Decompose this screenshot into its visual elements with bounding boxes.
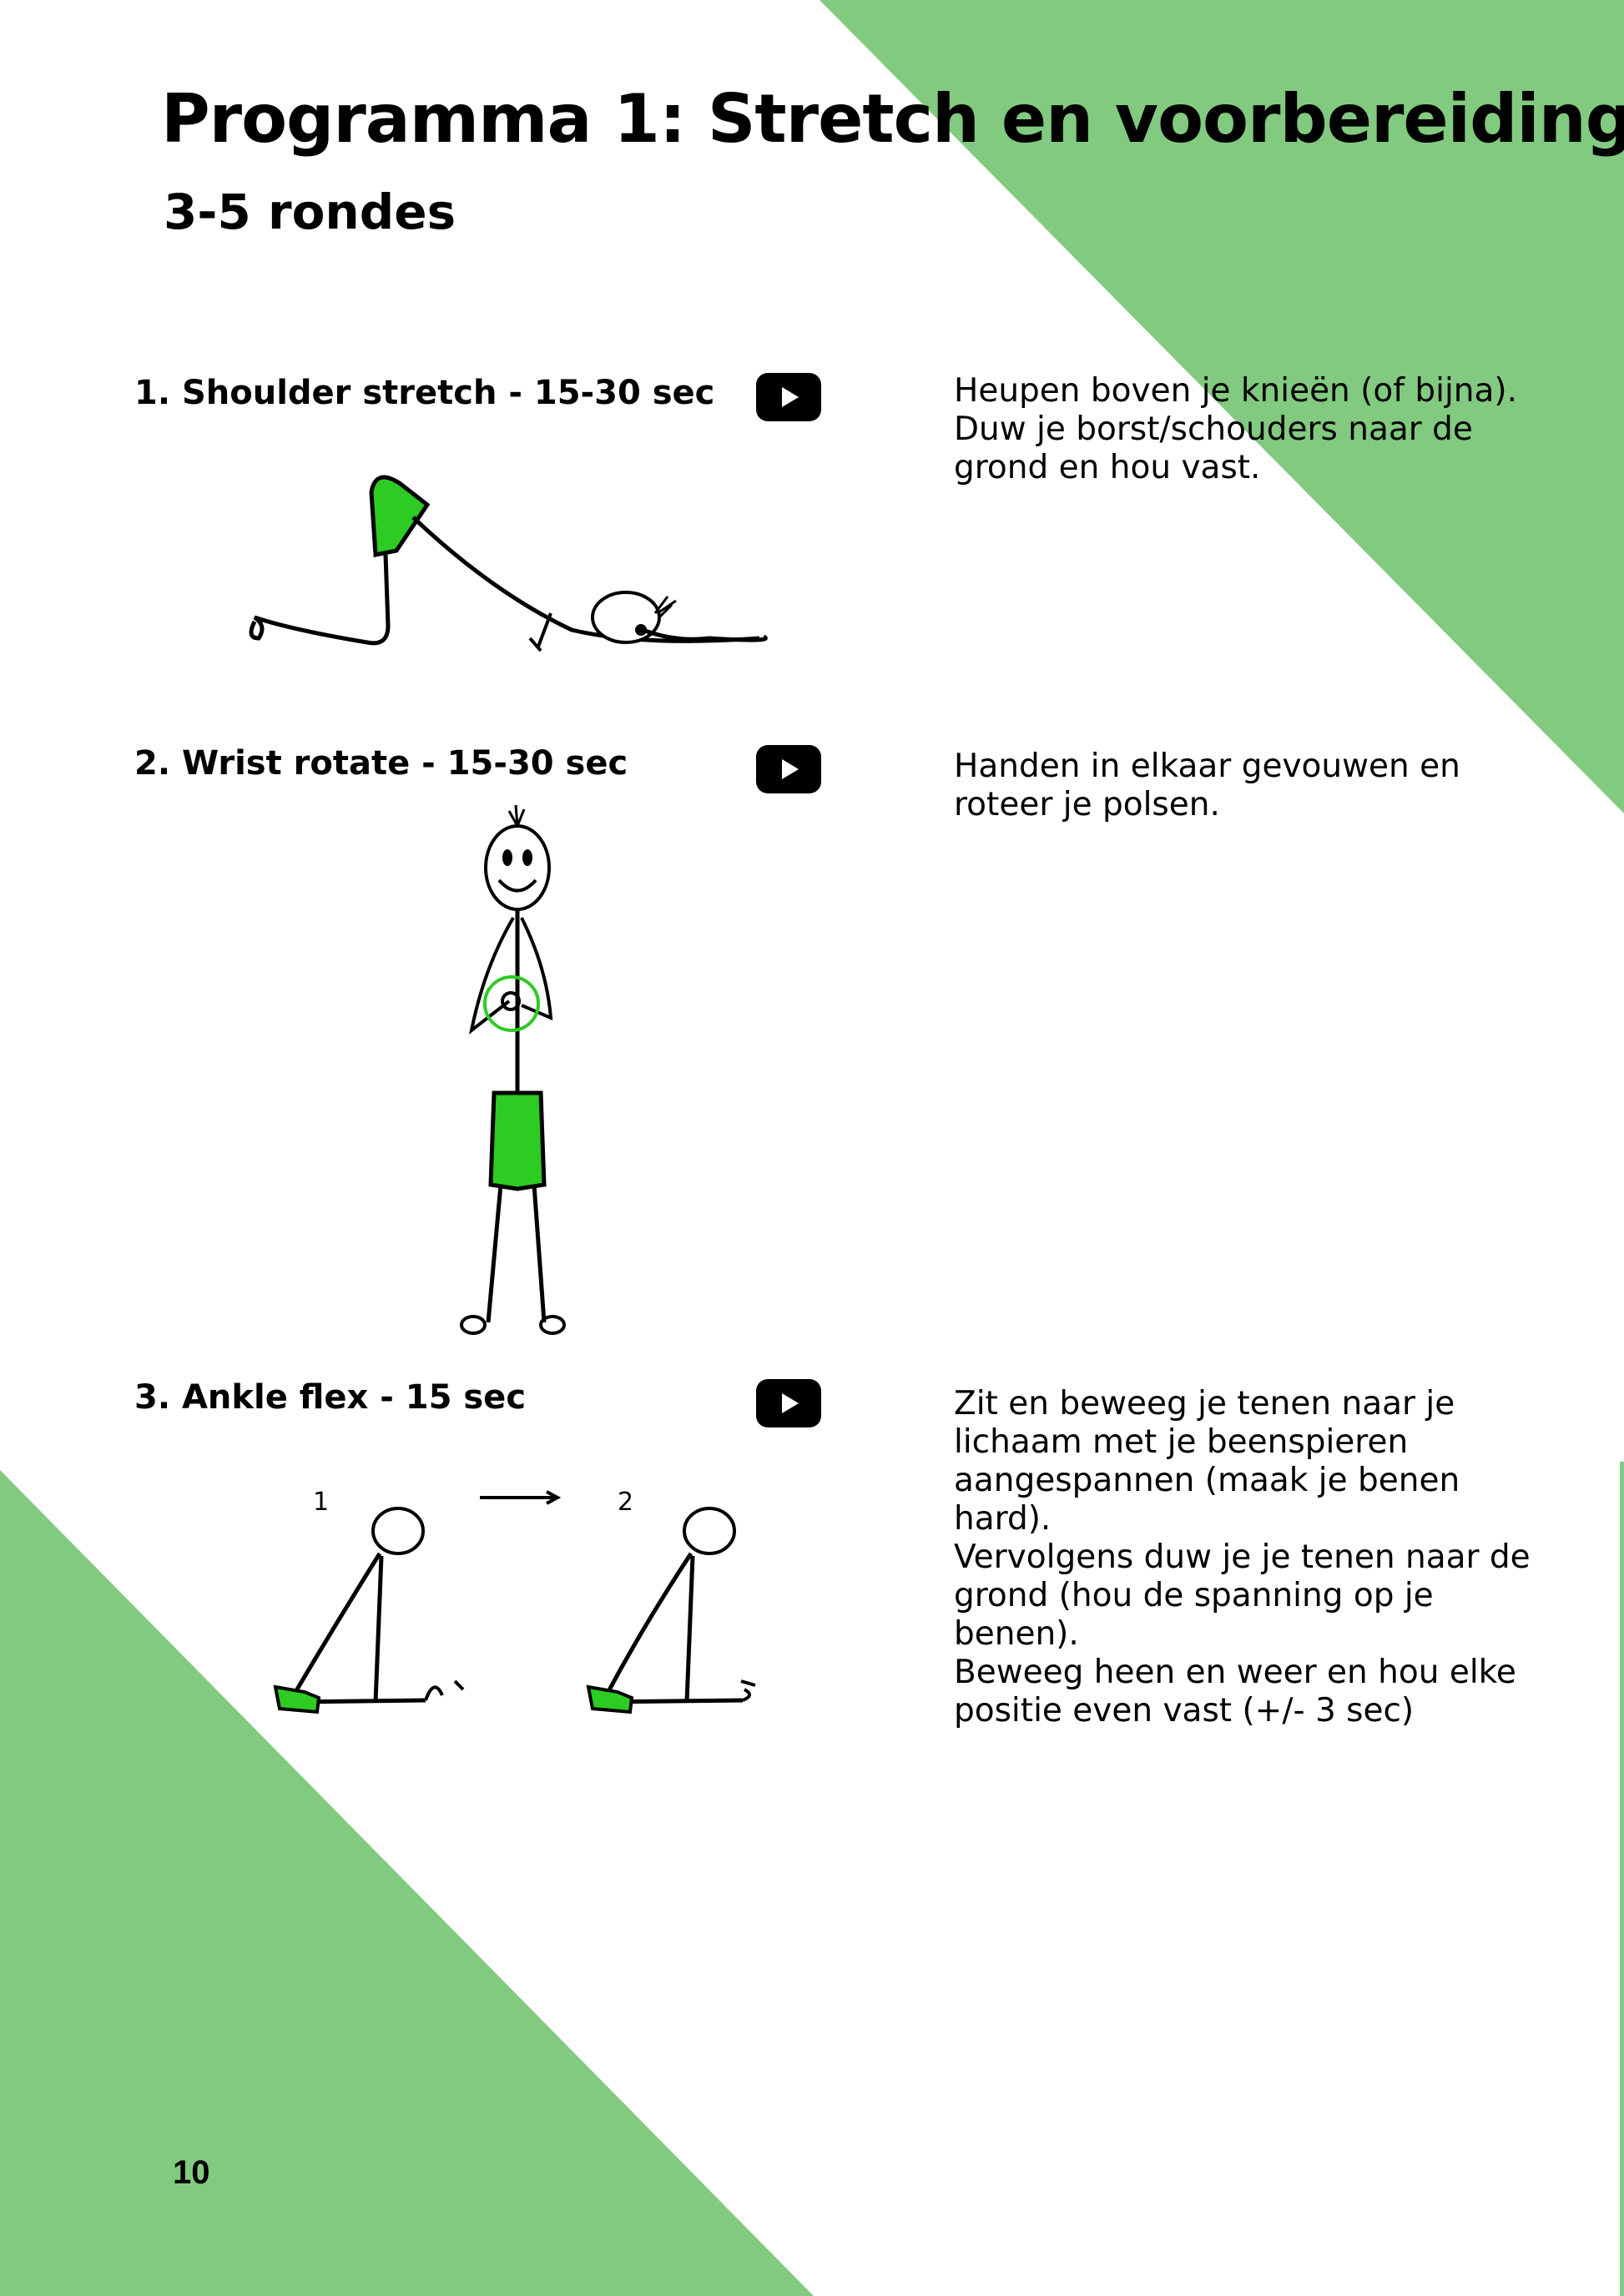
ankle-flex-figure: 1 2	[273, 1488, 756, 1714]
exercise-1-play-button[interactable]	[756, 373, 821, 421]
right-edge-green-line	[1620, 1462, 1624, 2296]
page-title: Programma 1: Stretch en voorbereiding	[161, 80, 1624, 158]
exercise-3-play-button[interactable]	[756, 1379, 821, 1427]
step-label-2: 2	[618, 1488, 633, 1517]
exercise-3-heading: 3. Ankle flex - 15 sec	[134, 1378, 527, 1417]
step-label-1: 1	[313, 1488, 329, 1517]
top-right-green-triangle	[820, 0, 1624, 813]
exercise-1-heading: 1. Shoulder stretch - 15-30 sec	[134, 374, 715, 412]
wrist-rotate-figure	[460, 804, 566, 1335]
exercise-2-description: Handen in elkaar gevouwen en roteer je p…	[954, 748, 1460, 823]
seated-figure-1	[273, 1507, 465, 1714]
page-subtitle: 3-5 rondes	[164, 184, 456, 240]
exercise-3-description: Zit en beweeg je tenen naar je lichaam m…	[954, 1385, 1531, 1730]
seated-figure-2	[586, 1507, 756, 1714]
page-number: 10	[173, 2154, 210, 2191]
bottom-left-green-triangle	[0, 1470, 814, 2296]
shoulder-stretch-figure	[249, 475, 768, 652]
arrow-icon	[480, 1490, 562, 1505]
exercise-1-description: Heupen boven je knieën (of bijna). Duw j…	[954, 372, 1518, 486]
exercise-2-heading: 2. Wrist rotate - 15-30 sec	[134, 744, 628, 783]
exercise-2-play-button[interactable]	[756, 745, 821, 793]
